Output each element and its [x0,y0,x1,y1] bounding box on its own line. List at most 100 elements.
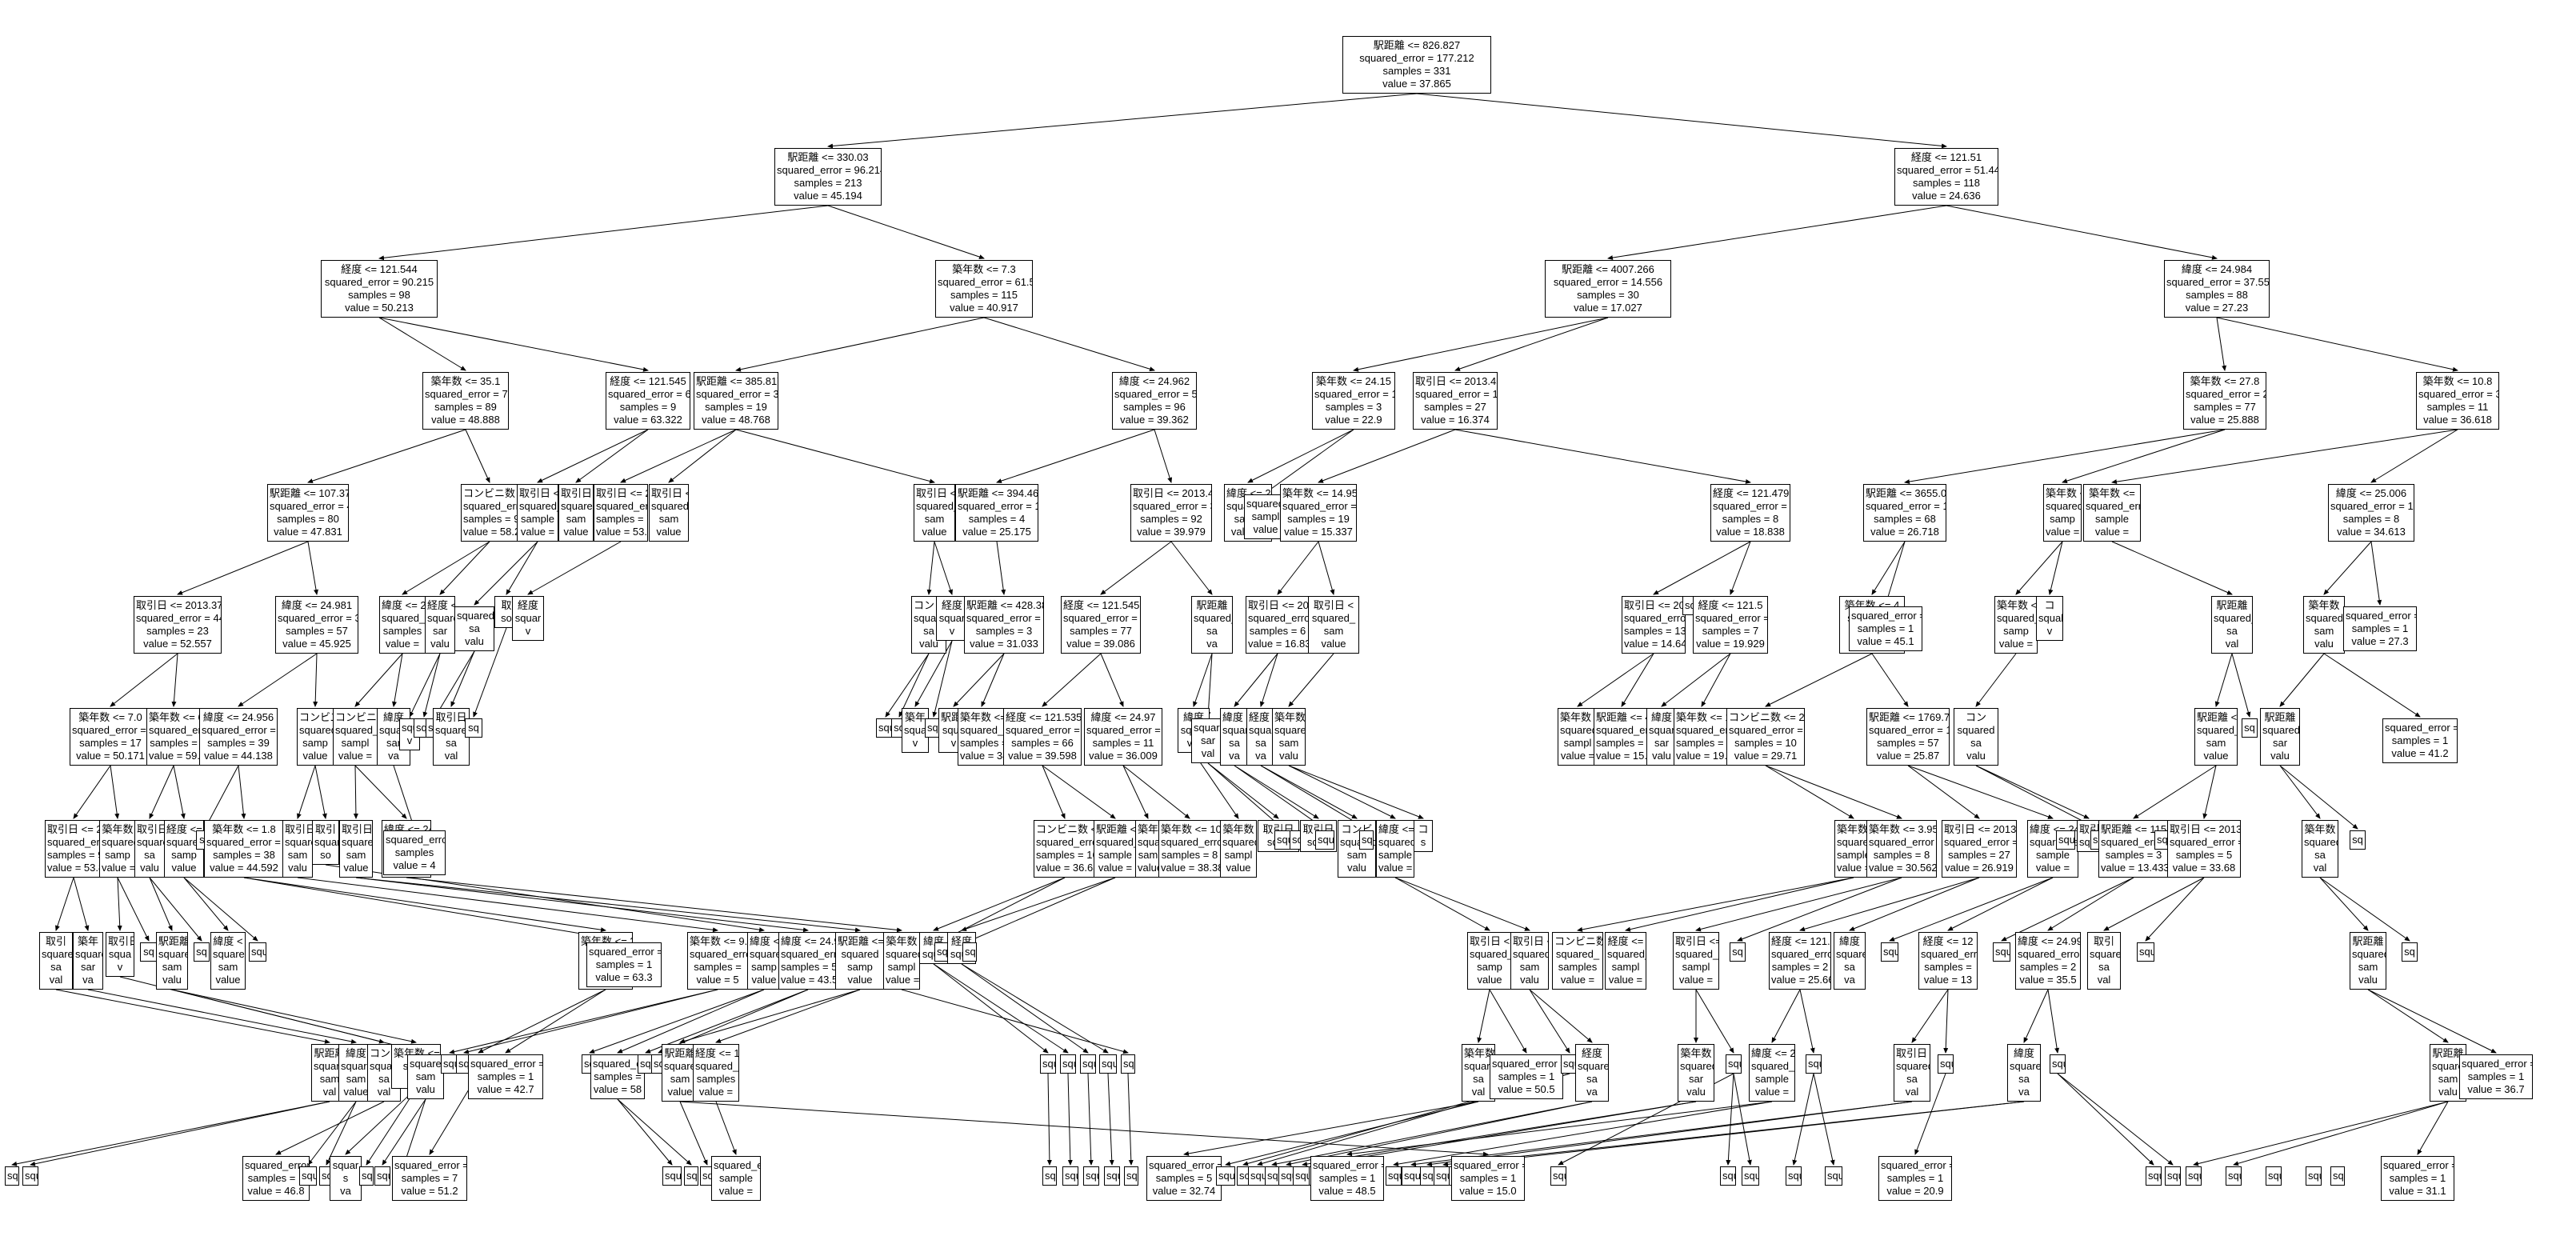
tree-edge [55,989,330,1044]
tree-node-text: squared_error = 96.214 [777,164,882,176]
tree-node-text: sq [1732,946,1743,958]
tree-edge [1100,541,1172,595]
tree-node-text: 取引日 <= 2013.292 [1944,823,2017,835]
tree-edge [2231,653,2251,718]
tree-node-text: sample [2095,513,2129,525]
tree-node-text: squared [1578,1060,1608,1072]
tree-node-text: squared_error = 36.006 [72,724,150,736]
tree-node: sq [1730,942,1746,962]
tree-node-text: valu [140,862,159,874]
tree-edge [171,989,426,1054]
tree-node-text: squared_error = 0.0 [1492,1058,1562,1070]
tree-node-text: samples = 8 [1161,849,1218,861]
tree-node-text: samples = 16 [1036,849,1096,861]
tree-edge [827,93,1418,149]
tree-node-text: sample [719,1172,753,1184]
tree-node-text: squar [514,612,542,624]
tree-node-text: samples = 4 [1676,737,1730,749]
tree-edge [2048,541,2063,595]
tree-node-text: 取引日 <= 2012 [47,823,102,835]
tree-edge [478,989,606,1054]
tree-node-text: squ [1744,1170,1759,1182]
tree-node-text: 緯度 [345,1047,366,1059]
tree-edge [1393,1101,1773,1166]
tree-edge [297,877,718,933]
tree-edge [1799,877,1980,932]
tree-node-text: samples [1558,961,1598,973]
tree-node-text: sa [2018,1073,2030,1085]
tree-edge [1975,653,2017,707]
tree-node-text: value = 22.9 [1325,414,1382,426]
tree-node-text: squared_e [166,836,203,848]
tree-node-text: sa [50,961,62,973]
tree-edge [1170,541,1213,595]
tree-node-text: va [82,974,94,986]
tree-edge [2062,429,2226,483]
tree-node-text: value = 24.636 [1912,190,1981,202]
tree-node-text: squared [2010,1060,2040,1072]
tree-edge [1154,429,1173,483]
tree-node-text: samples = 13 [1624,625,1686,637]
tree-node-text: samp [2050,513,2075,525]
tree-edge [275,1101,385,1155]
tree-node-text: squared [457,610,494,622]
tree-node-text: samples = 8 [1722,513,1779,525]
tree-edge [1207,762,1279,819]
tree-edge [735,429,935,484]
tree-node-text: samples = 9 [463,513,518,525]
tree-node-text: コンビニ数 <= 2.0 [1729,711,1805,723]
tree-edge [355,877,861,933]
tree-node-text: squared_error = 18.596 [2330,500,2414,512]
tree-node-text: samples = 8 [2342,513,2400,525]
tree-node-text: squared_e [1607,948,1646,960]
tree-node-text: squ [2139,946,2154,958]
tree-node-text: val [444,750,458,762]
tree-edge [537,429,649,483]
tree-node-text: valu [2270,750,2290,762]
tree-node-text: 築年数 [886,935,918,947]
tree-node-text: value = 19.929 [1696,638,1765,650]
tree-node-text: 取引日 <= [1513,935,1548,947]
tree-edge [1695,989,1734,1054]
tree-node-text: コンビニ数 [335,711,378,723]
tree-node-text: sam [218,961,238,973]
tree-node: 取引日 <= 2013.458squared_error = 3.706samp… [2167,820,2241,878]
tree-edge [527,541,622,595]
tree-node: 取引日squav [106,932,134,977]
tree-edge [1529,989,1593,1043]
tree-node-text: value = 45.925 [282,638,351,650]
tree-node-text: v [525,625,531,637]
tree-node-text: squared_error = -0.0 [2346,610,2416,622]
tree-edge [2279,765,2358,830]
tree-node-text: squared_error [593,1058,644,1070]
tree-node-text: squ [1883,946,1898,958]
tree-node: squ [2266,1166,2282,1186]
tree-edge [735,317,985,372]
tree-edge [171,653,178,707]
tree-node-text: squ [25,1170,38,1182]
tree-edge [450,650,475,707]
tree-node-text: squared [42,948,72,960]
tree-node-text: 取引日 [108,935,134,947]
tree-node-text: squared_er [1675,948,1719,960]
tree-edge [679,989,861,1044]
tree-node-text: squared_ [1194,612,1233,624]
tree-node-text: sampl [1224,849,1253,861]
tree-node: squ [1104,1166,1120,1186]
tree-node-text: sq [143,946,154,958]
tree-node: squ [2226,1166,2242,1186]
tree-edge [1765,765,1854,819]
tree-edge [307,429,466,483]
tree-edge [2216,317,2458,372]
tree-node-text: value = 13.433 [2101,862,2169,874]
tree-node-text: value [1321,638,1346,650]
tree-edge [2279,765,2321,819]
tree-edge [1394,877,1490,931]
tree-node-text: squ [1422,1170,1434,1182]
tree-node-text: 取引日 [435,711,467,723]
